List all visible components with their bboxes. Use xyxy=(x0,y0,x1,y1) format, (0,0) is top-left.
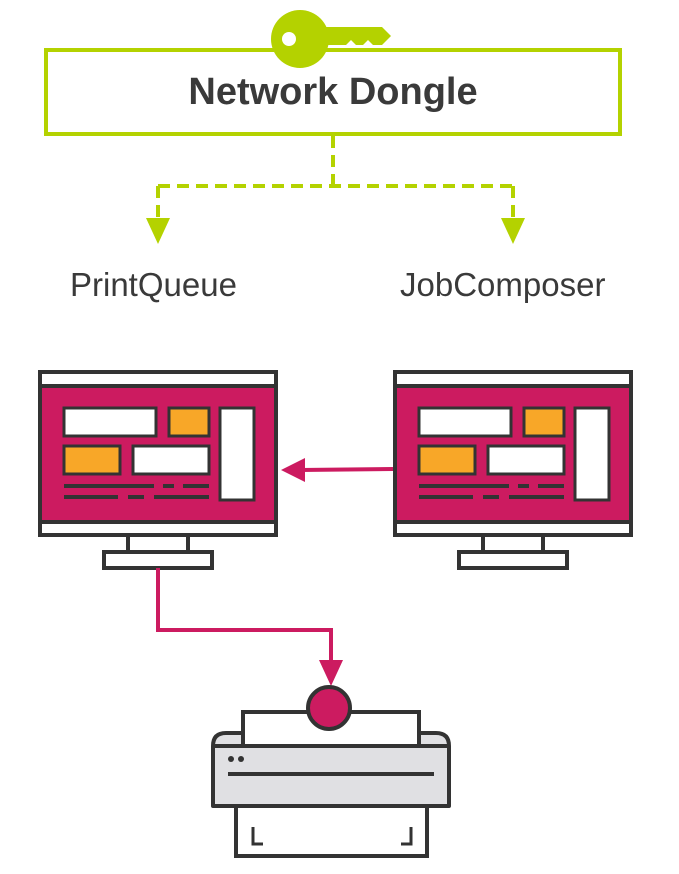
print-job-indicator xyxy=(306,685,352,731)
arrow-to-jobcomposer xyxy=(501,218,525,244)
job-transfer-connector xyxy=(299,467,394,472)
arrow-to-printer xyxy=(319,660,343,686)
key-icon xyxy=(271,10,391,68)
dongle-box xyxy=(44,48,622,136)
arrow-to-printqueue xyxy=(146,218,170,244)
arrow-to-printqueue-monitor xyxy=(281,458,305,482)
dongle-license-connector xyxy=(156,136,515,222)
printqueue-label: PrintQueue xyxy=(70,266,237,303)
dongle-title: Network Dongle xyxy=(188,70,478,113)
print-output-connector xyxy=(156,568,333,664)
jobcomposer-monitor-icon xyxy=(393,370,633,570)
printqueue-monitor-icon xyxy=(38,370,278,570)
printer-icon xyxy=(211,685,451,858)
jobcomposer-label: JobComposer xyxy=(400,266,606,303)
